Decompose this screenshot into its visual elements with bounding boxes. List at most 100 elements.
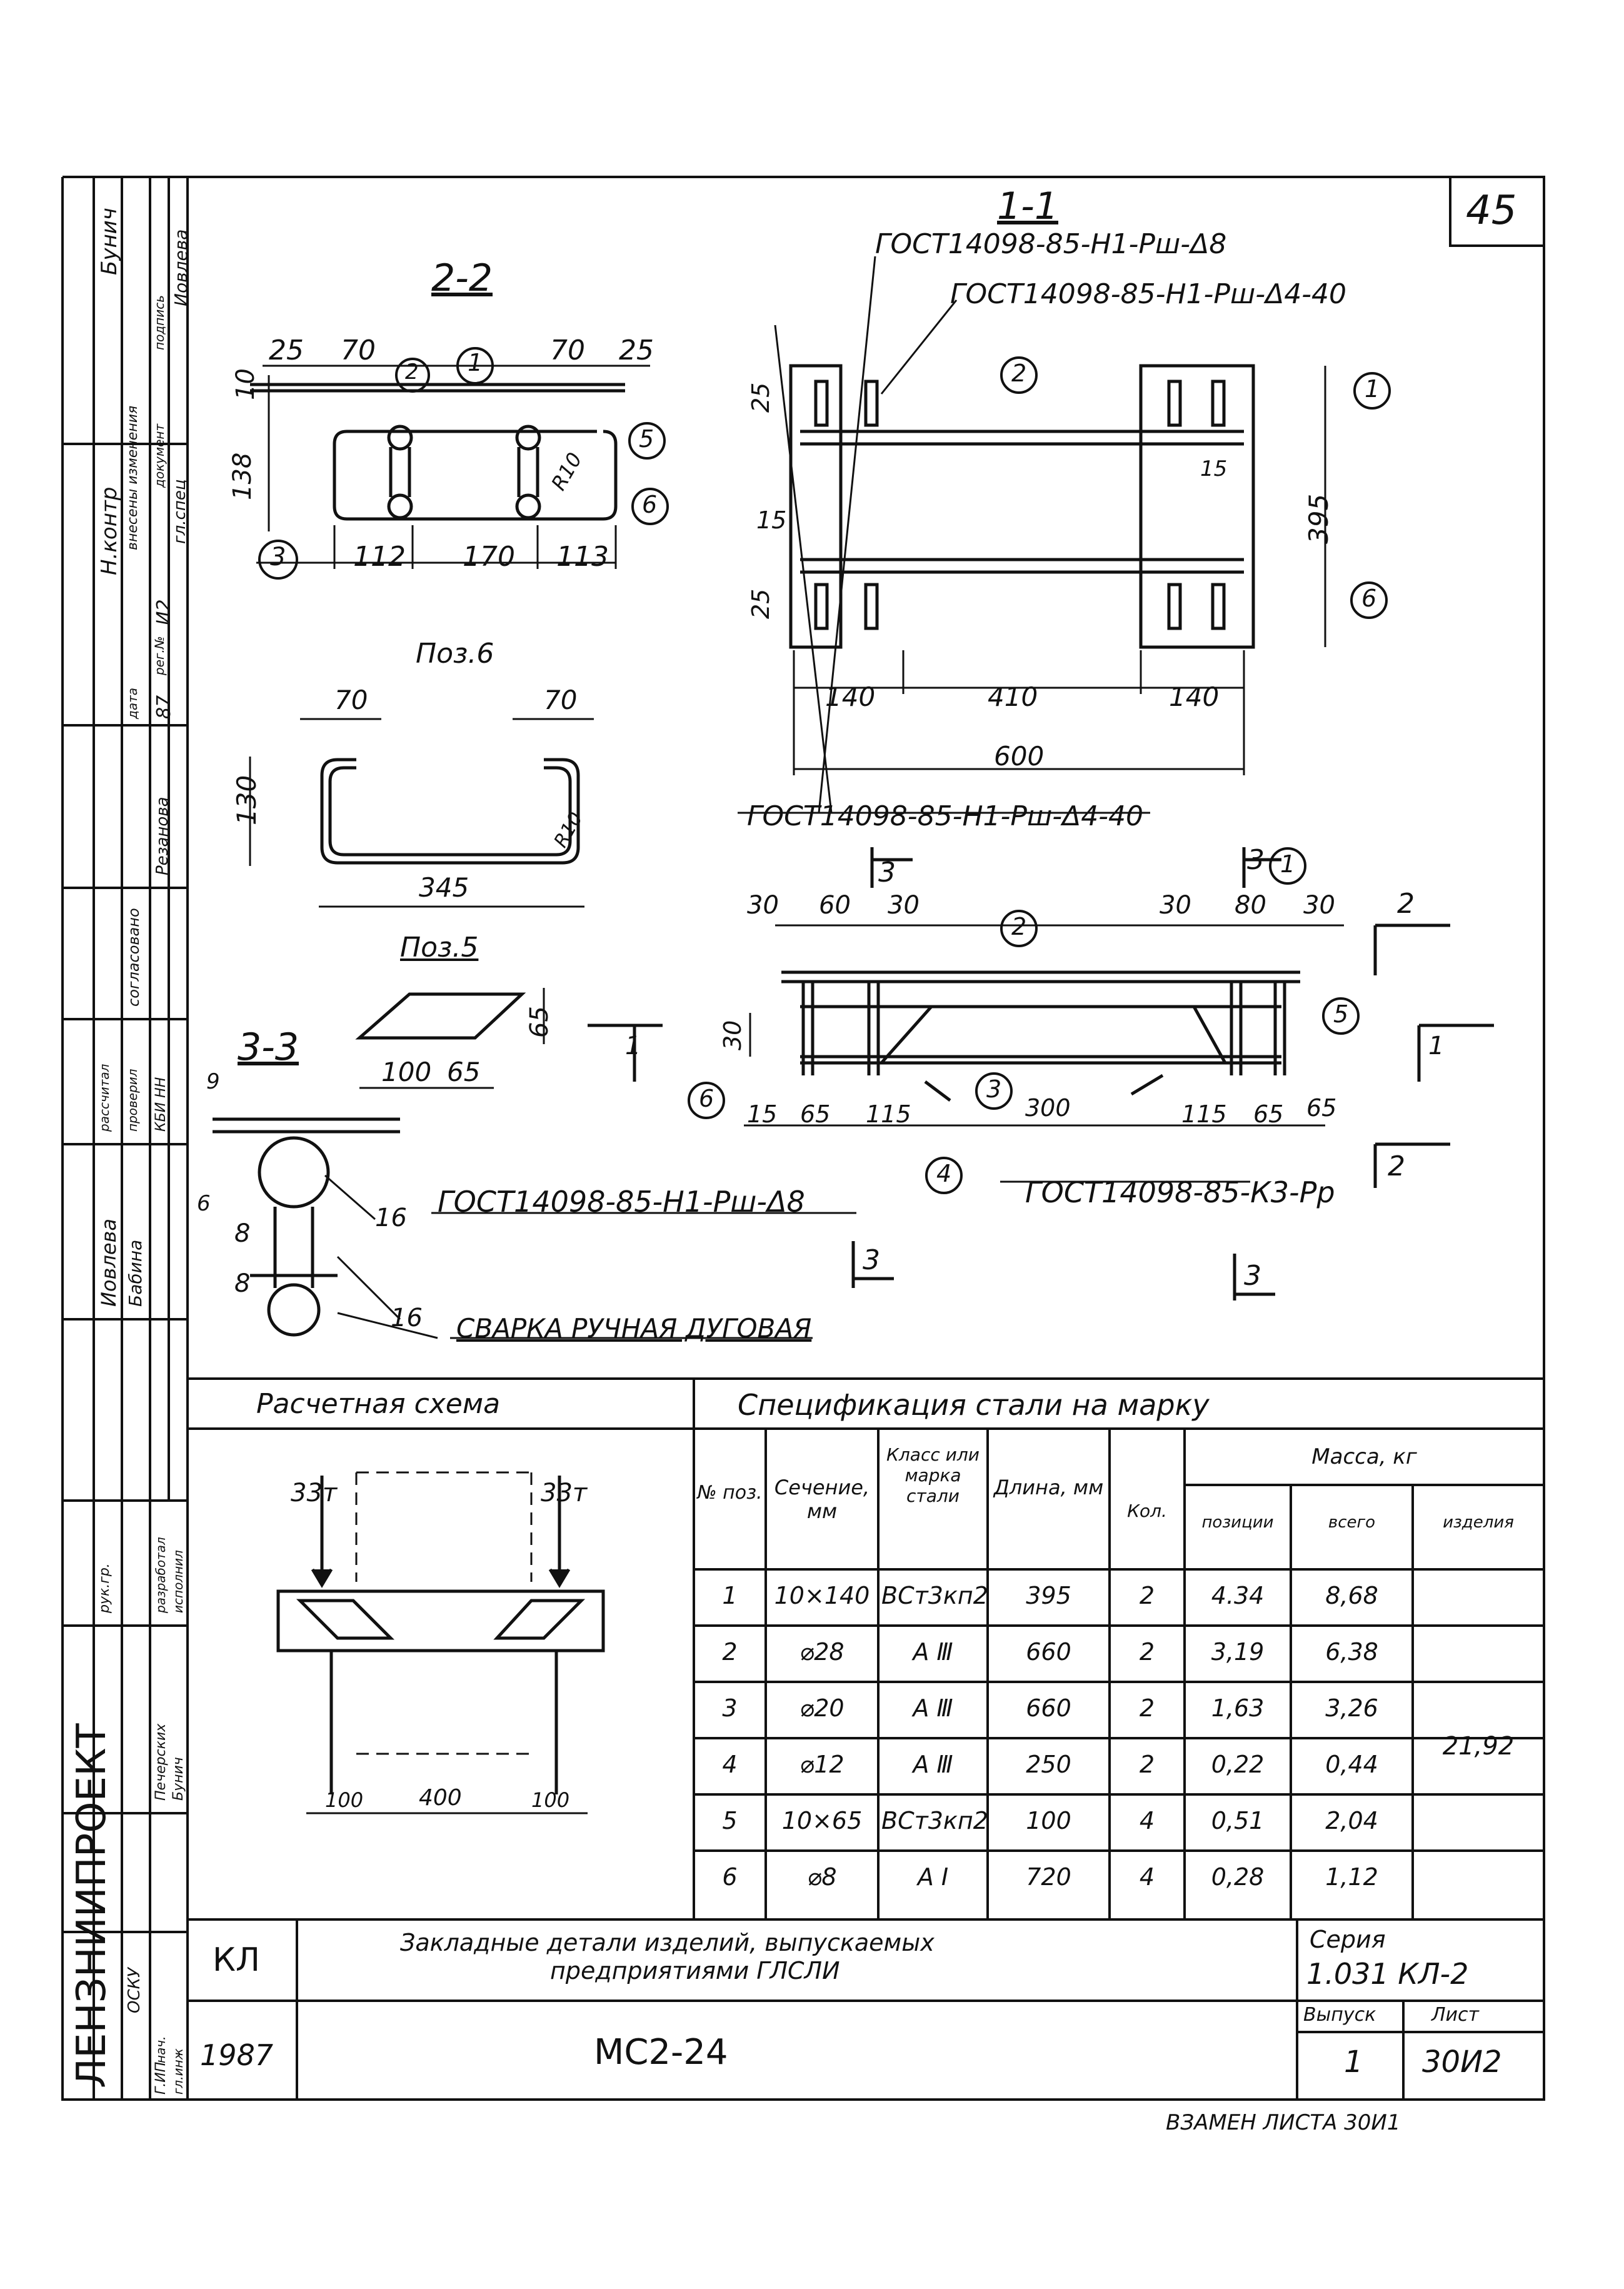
facade-dim-60: 60 (819, 891, 851, 920)
gost-weld-top-1: ГОСТ14098-85-Н1-Рш-Δ8 (875, 228, 1227, 260)
facade-pos-2: 2 (1011, 913, 1027, 940)
dim-170: 170 (463, 541, 515, 573)
dim-113: 113 (556, 541, 609, 573)
facade-cut-1-left: 1 (625, 1032, 641, 1060)
side-date-val: 87 (153, 695, 175, 719)
side-rukgr: рук.гр. (97, 1563, 113, 1613)
side-changes: внесены изменения (125, 405, 141, 550)
s33-gost: ГОСТ14098-85-Н1-Рш-Δ8 (438, 1185, 805, 1219)
sheet-border (186, 176, 1545, 2101)
facade-dim-30b: 30 (888, 891, 920, 920)
side-babina: Бабина (125, 1239, 146, 1307)
dim-112: 112 (353, 541, 406, 573)
facade-dim-115a: 115 (866, 1100, 911, 1128)
dim-25-right: 25 (619, 335, 654, 366)
facade-dim-115b: 115 (1181, 1100, 1227, 1128)
side-podlenie: Иовлева (171, 229, 191, 306)
facade-cut-2-bottom: 2 (1388, 1150, 1405, 1182)
poz6-dim-70-left: 70 (334, 685, 368, 715)
facade-pos-4: 4 (936, 1160, 952, 1187)
pos-5-balloon: 5 (639, 425, 654, 453)
gost-weld-bottom: ГОСТ14098-85-Н1-Рш-Δ4-40 (747, 800, 1144, 832)
spec-cell-section: ⌀20 (799, 1694, 845, 1722)
side-ispolnil: исполнил (171, 1550, 186, 1613)
dim-140-right: 140 (1169, 682, 1220, 712)
calc-dim-100-left: 100 (325, 1788, 364, 1812)
poz6-title: Поз.6 (416, 638, 494, 670)
side-reg-no: рег.№ (152, 636, 167, 675)
facade-dim-65a: 65 (800, 1100, 831, 1128)
section-2-2-title: 2-2 (431, 256, 493, 300)
page-number-box (1449, 176, 1545, 247)
spec-cell-pos: 3 (722, 1694, 738, 1722)
pos-1-balloon: 1 (468, 349, 483, 376)
spec-cell-section: ⌀8 (807, 1863, 837, 1891)
facade-dim-80: 80 (1235, 891, 1266, 920)
poz6-dim-130: 130 (231, 775, 262, 825)
facade-drawing (588, 847, 1494, 1300)
dim-410: 410 (988, 682, 1038, 712)
calc-load-right: 33т (541, 1479, 588, 1507)
tb-year: 1987 (200, 2038, 274, 2072)
side-rezanova: Резанова (153, 797, 172, 875)
dim-25-bottom: 25 (747, 588, 774, 619)
spec-cell-m-total: 1,12 (1325, 1863, 1378, 1891)
facade-dim-30-vert: 30 (719, 1020, 746, 1050)
spec-h-mass-item: изделия (1443, 1513, 1514, 1532)
tb-sheet-label: Лист (1431, 2004, 1480, 2026)
replaces-note: ВЗАМЕН ЛИСТА 30И1 (1166, 2110, 1401, 2135)
dim-15-right: 15 (1200, 456, 1228, 481)
spec-h-mass: Масса, кг (1311, 1444, 1417, 1469)
pos-6-balloon-s11: 6 (1361, 585, 1377, 612)
spec-h-qty: Кол. (1127, 1501, 1167, 1521)
section-1-1-title: 1-1 (997, 184, 1058, 228)
tb-desc-2: предприятиями ГЛСЛИ (550, 1957, 840, 1985)
s33-dim-6: 6 (197, 1191, 211, 1216)
facade-cut-1-right: 1 (1428, 1032, 1445, 1060)
spec-cell-grade: A Ⅲ (913, 1751, 953, 1778)
spec-cell-length: 660 (1026, 1694, 1071, 1722)
facade-pos-3: 3 (986, 1075, 1002, 1103)
facade-dim-30d: 30 (1303, 891, 1335, 920)
side-gl-spec: гл.спец (171, 479, 189, 544)
dim-395: 395 (1303, 493, 1334, 544)
side-pecherskih: Печерских (153, 1723, 169, 1801)
side-doc: документ (152, 423, 167, 488)
side-osku: ОСКУ (125, 1968, 144, 2013)
calc-load-left: 33т (291, 1479, 338, 1507)
spec-cell-qty: 4 (1139, 1807, 1155, 1834)
facade-dim-30a: 30 (747, 891, 779, 920)
facade-pos-6: 6 (699, 1085, 714, 1112)
tb-sheet-value: 30И2 (1422, 2045, 1502, 2080)
spec-cell-pos: 4 (722, 1751, 738, 1778)
spec-title: Спецификация стали на марку (738, 1388, 1210, 1422)
spec-cell-length: 395 (1026, 1582, 1071, 1609)
spec-h-section: Сечение, мм (774, 1476, 870, 1523)
spec-cell-m-pos: 4.34 (1211, 1582, 1265, 1609)
dim-15-left: 15 (756, 506, 787, 534)
spec-cell-grade: A Ⅲ (913, 1638, 953, 1666)
calc-dim-400: 400 (419, 1785, 462, 1811)
spec-cell-qty: 2 (1139, 1638, 1155, 1666)
dim-70-right: 70 (550, 335, 585, 366)
side-rasschital: рассчитал (97, 1064, 112, 1132)
spec-cell-length: 720 (1026, 1863, 1071, 1891)
spec-h-pos: № поз. (697, 1482, 763, 1504)
spec-cell-section: 10×65 (781, 1807, 863, 1834)
spec-cell-m-total: 8,68 (1325, 1582, 1378, 1609)
side-date: дата (125, 688, 140, 719)
spec-cell-length: 250 (1026, 1751, 1071, 1778)
poz6-dim-70-right: 70 (544, 685, 578, 715)
side-proveril: проверил (125, 1069, 140, 1132)
dim-10: 10 (231, 368, 260, 400)
spec-cell-pos: 1 (722, 1582, 738, 1609)
facade-cut-3-bottom-right: 3 (1244, 1260, 1261, 1292)
facade-pos-5: 5 (1333, 1000, 1349, 1028)
spec-cell-qty: 2 (1139, 1751, 1155, 1778)
spec-cell-pos: 2 (722, 1638, 738, 1666)
facade-cut-3-top-right: 3 (1247, 844, 1265, 876)
s33-dim-8b: 8 (234, 1269, 251, 1298)
spec-cell-m-pos: 0,51 (1211, 1807, 1265, 1834)
side-kbi: КБИ НН (153, 1077, 169, 1132)
